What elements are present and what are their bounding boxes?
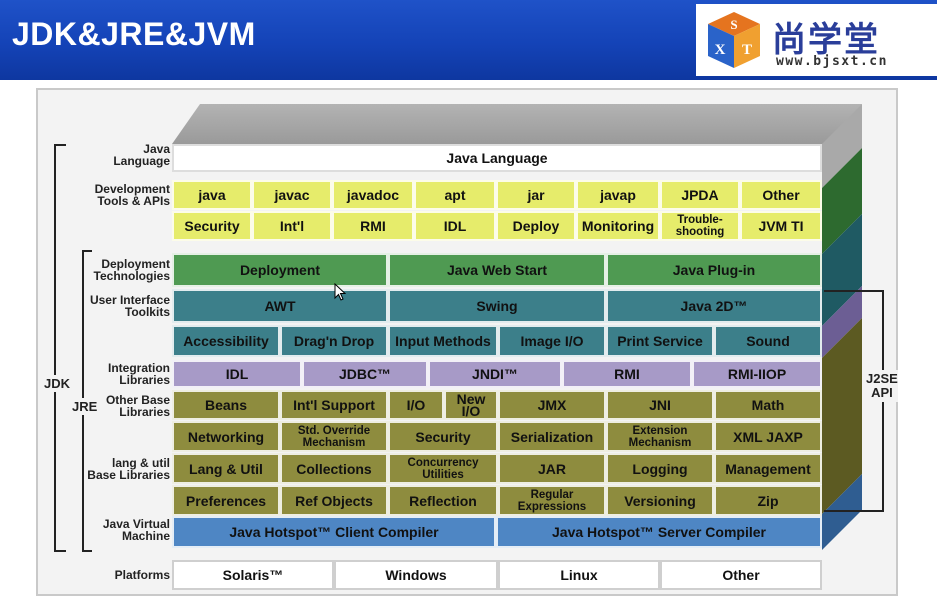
cell-tools-row1-4: jar	[496, 180, 576, 210]
cell-base-row2-2: Security	[388, 421, 498, 452]
jdk-bracket	[54, 144, 66, 552]
cell-other-base-6: Math	[714, 390, 822, 420]
cell-java-language-0: Java Language	[172, 144, 822, 172]
cell-tools-row1-2: javadoc	[332, 180, 414, 210]
slide-title: JDK&JRE&JVM	[12, 16, 256, 52]
cell-base-row2-4: Extension Mechanism	[606, 421, 714, 452]
logo-cube-icon: S X T	[708, 12, 760, 68]
cell-ui-row1-2: Java 2D™	[606, 289, 822, 323]
cell-ui-row2-3: Image I/O	[498, 325, 606, 357]
cell-lang-row2-2: Reflection	[388, 485, 498, 516]
cell-other-base-5: JNI	[606, 390, 714, 420]
cell-ui-row2-0: Accessibility	[172, 325, 280, 357]
cell-lang-row1-3: JAR	[498, 453, 606, 484]
logo-text: 尚学堂	[772, 20, 880, 60]
cell-lang-row1-0: Lang & Util	[172, 453, 280, 484]
cell-lang-row1-4: Logging	[606, 453, 714, 484]
cell-tools-row2-3: IDL	[414, 211, 496, 241]
cell-other-base-3: New I/O	[444, 390, 498, 420]
cell-base-row2-5: XML JAXP	[714, 421, 822, 452]
cell-integration-0: IDL	[172, 360, 302, 388]
cell-jvm-0: Java Hotspot™ Client Compiler	[172, 516, 496, 548]
slide-header: JDK&JRE&JVM S X T 尚学堂 www.bjsxt.cn	[0, 0, 937, 80]
stack-side-face	[822, 104, 862, 550]
cell-base-row2-1: Std. Override Mechanism	[280, 421, 388, 452]
cell-tools-row2-5: Monitoring	[576, 211, 660, 241]
cell-other-base-2: I/O	[388, 390, 444, 420]
cell-platforms-2: Linux	[498, 560, 660, 590]
cell-other-base-4: JMX	[498, 390, 606, 420]
cell-ui-row2-1: Drag'n Drop	[280, 325, 388, 357]
jdk-label: JDK	[44, 375, 71, 392]
cell-base-row2-0: Networking	[172, 421, 280, 452]
cell-lang-row1-2: Concurrency Utilities	[388, 453, 498, 484]
cell-tools-row1-6: JPDA	[660, 180, 740, 210]
cell-lang-row1-5: Management	[714, 453, 822, 484]
cell-base-row2-3: Serialization	[498, 421, 606, 452]
cell-tools-row1-3: apt	[414, 180, 496, 210]
cell-tools-row2-2: RMI	[332, 211, 414, 241]
cell-jvm-1: Java Hotspot™ Server Compiler	[496, 516, 822, 548]
cell-lang-row2-4: Versioning	[606, 485, 714, 516]
cell-integration-3: RMI	[562, 360, 692, 388]
cell-other-base-1: Int'l Support	[280, 390, 388, 420]
cell-lang-row1-1: Collections	[280, 453, 388, 484]
cell-integration-1: JDBC™	[302, 360, 428, 388]
cell-platforms-1: Windows	[334, 560, 498, 590]
top-slab	[172, 104, 862, 144]
cell-lang-row2-3: Regular Expressions	[498, 485, 606, 516]
cell-integration-2: JNDI™	[428, 360, 562, 388]
cell-tools-row2-6: Trouble- shooting	[660, 211, 740, 241]
cell-ui-row1-0: AWT	[172, 289, 388, 323]
cell-tools-row1-7: Other	[740, 180, 822, 210]
cell-deployment-1: Java Web Start	[388, 253, 606, 287]
label-platforms: Platforms	[114, 568, 170, 582]
cell-lang-row2-0: Preferences	[172, 485, 280, 516]
cell-tools-row1-5: javap	[576, 180, 660, 210]
svg-text:T: T	[742, 42, 752, 58]
cell-tools-row2-0: Security	[172, 211, 252, 241]
cell-ui-row1-1: Swing	[388, 289, 606, 323]
cell-platforms-0: Solaris™	[172, 560, 334, 590]
cell-deployment-2: Java Plug-in	[606, 253, 822, 287]
cell-tools-row1-0: java	[172, 180, 252, 210]
cell-ui-row2-2: Input Methods	[388, 325, 498, 357]
cell-deployment-0: Deployment	[172, 253, 388, 287]
svg-text:X: X	[715, 42, 726, 58]
cell-tools-row2-1: Int'l	[252, 211, 332, 241]
jre-label: JRE	[72, 398, 98, 415]
cell-ui-row2-4: Print Service	[606, 325, 714, 357]
cell-tools-row2-7: JVM TI	[740, 211, 822, 241]
cell-ui-row2-5: Sound	[714, 325, 822, 357]
cell-platforms-3: Other	[660, 560, 822, 590]
brand-logo: S X T 尚学堂 www.bjsxt.cn	[696, 4, 937, 76]
cell-lang-row2-1: Ref Objects	[280, 485, 388, 516]
logo-url: www.bjsxt.cn	[776, 54, 888, 69]
cell-tools-row2-4: Deploy	[496, 211, 576, 241]
cell-lang-row2-5: Zip	[714, 485, 822, 516]
cell-tools-row1-1: javac	[252, 180, 332, 210]
cell-other-base-0: Beans	[172, 390, 280, 420]
mouse-cursor-icon	[334, 283, 346, 301]
cell-integration-4: RMI-IIOP	[692, 360, 822, 388]
svg-text:S: S	[730, 17, 737, 32]
